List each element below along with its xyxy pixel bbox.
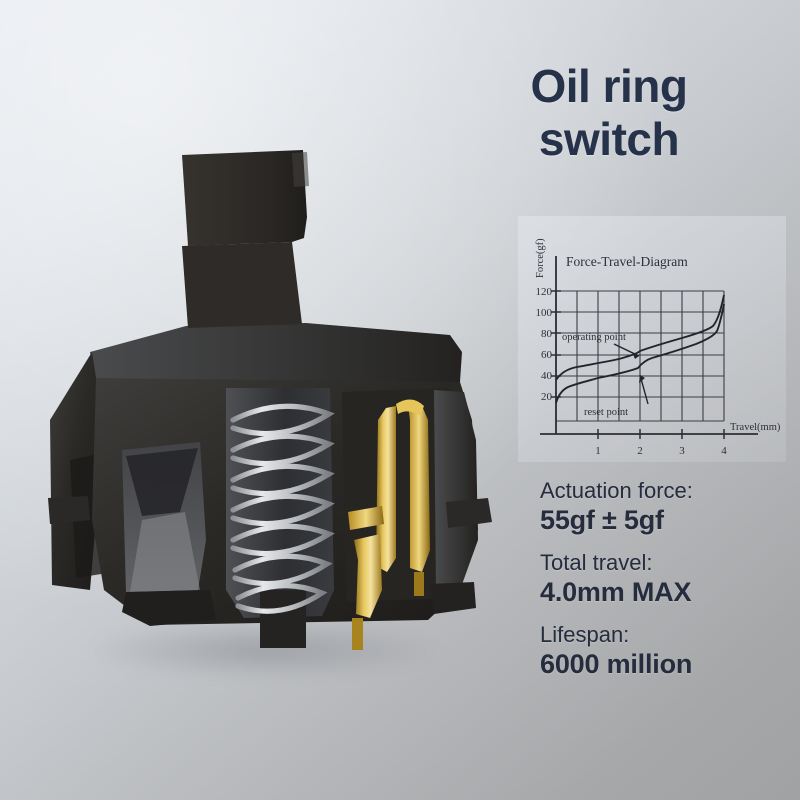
switch-product-image (30, 120, 510, 680)
annotation-operating-point-label: operating point (562, 332, 626, 343)
cavity-highlight (130, 512, 200, 592)
switch-pin-right (414, 572, 424, 596)
housing-tab-right (446, 498, 492, 528)
chart-gridlines (555, 290, 725, 422)
cavity-shadow (126, 448, 198, 516)
ytick-60: 60 (541, 349, 553, 361)
switch-spring (230, 403, 335, 614)
chart-yticks: 120 100 80 60 40 20 (536, 286, 553, 403)
spec-lifespan-value: 6000 million (540, 648, 693, 679)
ytick-120: 120 (536, 286, 553, 298)
page-title-line2: switch (538, 112, 680, 165)
ytick-20: 20 (541, 391, 553, 403)
stem-lower (182, 242, 302, 328)
annotation-reset-point-arrow (639, 375, 645, 383)
ytick-40: 40 (541, 370, 553, 382)
gold-contact-leaf-right (408, 404, 430, 572)
chart-axes (540, 256, 758, 435)
force-travel-chart: Force(gf) Force-Travel-Diagram 120 100 8… (518, 216, 786, 462)
stem-notch (292, 152, 309, 187)
spec-total-travel-label: Total travel: (540, 549, 653, 575)
xtick-3: 3 (679, 445, 685, 457)
housing-tab-left (48, 496, 90, 524)
chart-xtick-marks (597, 429, 725, 439)
housing-clip-right (430, 582, 476, 614)
annotation-operating-point-arrow (632, 352, 639, 359)
housing-right-wall (434, 390, 478, 594)
chart-series-press (555, 294, 725, 381)
xtick-1: 1 (595, 445, 601, 457)
gold-contact-arm (348, 506, 384, 530)
spec-total-travel-value: 4.0mm MAX (540, 576, 692, 607)
ytick-80: 80 (541, 328, 553, 340)
chart-xlabel: Travel(mm) (730, 422, 781, 433)
spec-actuation-force-value: 55gf ± 5gf (540, 504, 664, 535)
page-title: Oil ring switch (444, 62, 774, 164)
switch-pin-left (352, 618, 363, 650)
chart-ylabel: Force(gf) (535, 238, 546, 278)
gold-contact-leaf-left (376, 406, 396, 572)
spec-lifespan: Lifespan: 6000 million (540, 622, 790, 681)
switch-stem (182, 150, 307, 246)
chart-title: Force-Travel-Diagram (566, 254, 688, 269)
switch-top-shell (90, 323, 462, 392)
gold-leaf-bridge (396, 399, 424, 416)
force-travel-diagram-svg: Force(gf) Force-Travel-Diagram 120 100 8… (535, 238, 781, 457)
spec-lifespan-label: Lifespan: (540, 621, 630, 647)
page-title-line1: Oil ring (530, 60, 689, 112)
gold-contact-lower (354, 534, 382, 618)
xtick-4: 4 (721, 445, 727, 457)
spec-total-travel: Total travel: 4.0mm MAX (540, 550, 790, 609)
specifications-list: Actuation force: 55gf ± 5gf Total travel… (540, 478, 790, 694)
spec-actuation-force: Actuation force: 55gf ± 5gf (540, 478, 790, 537)
switch-cutaway-illustration (48, 150, 492, 650)
slider-foot (260, 590, 306, 648)
housing-clip-left (122, 590, 216, 626)
annotation-reset-point-label: reset point (584, 407, 628, 418)
spec-actuation-force-label: Actuation force: (540, 478, 693, 503)
ytick-100: 100 (536, 307, 553, 319)
xtick-2: 2 (637, 445, 643, 457)
chart-xticks: 1 2 3 4 (595, 445, 727, 457)
chart-series-release (555, 303, 725, 404)
